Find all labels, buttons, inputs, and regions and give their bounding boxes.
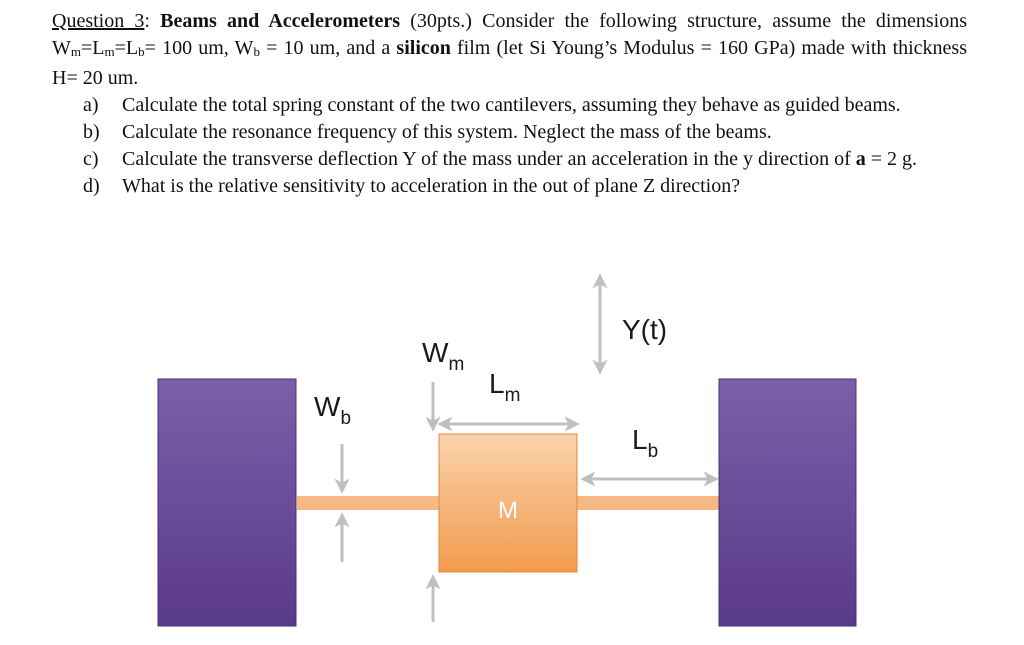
silicon-bold: silicon [396,37,451,59]
part-marker: c) [83,148,99,170]
part-text: Calculate the transverse deflection Y of… [122,148,856,170]
left-anchor [157,378,297,627]
label-lb-main: L [632,424,648,455]
part-c: c) Calculate the transverse deflection Y … [52,146,967,173]
part-marker: a) [83,94,99,116]
label-wb-main: W [314,391,341,422]
label-lb: Lb [632,424,658,462]
question-points: (30pts.) [400,10,472,32]
label-wm-sub: m [448,354,464,375]
question-parts: a) Calculate the total spring constant of… [52,92,967,200]
part-text: Calculate the total spring constant of t… [122,94,901,116]
subscript: m [104,44,115,59]
question-intro: Consider the following structure, assume… [52,10,967,59]
right-anchor [718,378,857,627]
part-d: d) What is the relative sensitivity to ac… [52,173,967,200]
subscript: m [70,44,82,59]
right-beam [576,496,719,510]
bold-a: a [855,148,866,170]
label-yt: Y(t) [622,314,667,345]
label-wb-sub: b [340,408,351,429]
question-title: Beams and Accelerometers [160,10,401,32]
part-text: Calculate the resonance frequency of thi… [122,121,772,143]
subscript: b [253,44,260,59]
subscript: b [138,44,145,59]
part-marker: b) [83,121,100,143]
label-wm: Wm [422,337,464,375]
question-intro: =L [81,37,105,59]
question-header: Question 3: Beams and Accelerometers (30… [52,8,967,92]
label-lm-sub: m [505,385,521,406]
left-beam [297,496,439,510]
proof-mass [438,433,578,573]
question-text: Question 3: Beams and Accelerometers (30… [52,8,967,200]
label-wb: Wb [314,391,351,429]
question-intro: = 100 um, W [144,37,254,59]
part-text: What is the relative sensitivity to acce… [122,175,741,197]
question-intro: film (let Si Young’s Modulus = 160 GPa) … [52,37,967,89]
part-text: = 2 g. [865,148,918,170]
question-label: Question 3 [52,10,145,32]
question-intro: =L [114,37,139,59]
part-a: a) Calculate the total spring constant of… [52,92,967,119]
part-b: b) Calculate the resonance frequency of t… [52,119,967,146]
label-lb-sub: b [648,441,659,462]
label-lm-main: L [489,368,505,399]
part-marker: d) [83,175,100,197]
question-intro: = 10 um, and a [259,37,397,59]
question-colon: : [144,10,161,32]
label-lm: Lm [489,368,520,406]
label-wm-main: W [422,337,449,368]
mass-label: M [498,497,518,524]
